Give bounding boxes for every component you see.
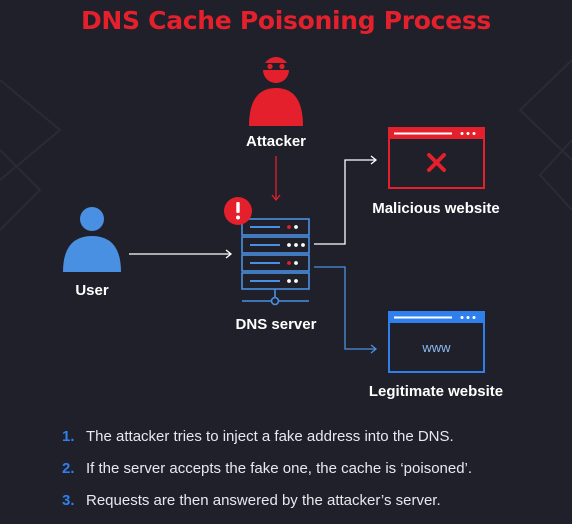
- step-text: If the server accepts the fake one, the …: [86, 460, 473, 477]
- legitimate-browser-icon: www: [388, 311, 485, 373]
- attacker-icon: [249, 57, 303, 126]
- user-icon: [63, 207, 121, 272]
- user-label: User: [75, 282, 109, 299]
- arrow-attacker-to-server: [271, 156, 281, 202]
- step-item: 1. The attacker tries to inject a fake a…: [62, 428, 472, 460]
- arrow-server-to-legitimate: [314, 266, 378, 354]
- arrow-user-to-server: [129, 249, 233, 259]
- server-leds: [287, 225, 305, 283]
- error-x-icon: [427, 153, 446, 172]
- page-title: DNS Cache Poisoning Process: [80, 6, 492, 35]
- malicious-browser-icon: [388, 127, 485, 189]
- alert-icon: [224, 197, 252, 225]
- malicious-website-label: Malicious website: [372, 200, 500, 217]
- arrow-server-to-malicious: [314, 155, 378, 245]
- dns-server-label: DNS server: [235, 316, 317, 333]
- step-item: 3. Requests are then answered by the att…: [62, 492, 472, 524]
- www-text: www: [421, 340, 451, 355]
- attacker-label: Attacker: [245, 133, 307, 150]
- step-number: 2.: [62, 460, 75, 477]
- legitimate-website-label: Legitimate website: [368, 383, 504, 400]
- step-text: Requests are then answered by the attack…: [86, 492, 441, 509]
- step-item: 2. If the server accepts the fake one, t…: [62, 460, 472, 492]
- step-number: 1.: [62, 428, 75, 445]
- step-number: 3.: [62, 492, 75, 509]
- step-text: The attacker tries to inject a fake addr…: [86, 428, 454, 445]
- steps-list: 1. The attacker tries to inject a fake a…: [62, 428, 472, 524]
- dns-server-icon: [241, 218, 310, 306]
- background-pattern: [0, 59, 572, 231]
